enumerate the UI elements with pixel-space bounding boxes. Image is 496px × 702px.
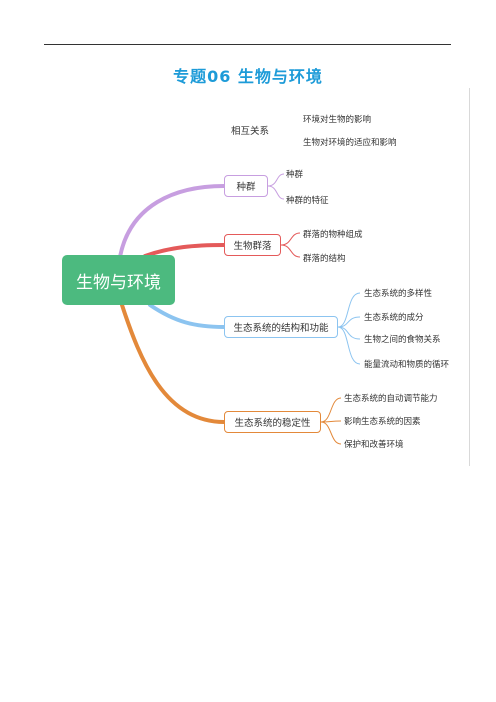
branch-qunluo: 生物群落 [224, 234, 281, 256]
leaf-item: 种群的特征 [286, 196, 329, 206]
connector-zhongqun [118, 184, 226, 259]
side-rule [469, 88, 470, 466]
branch-zhongqun: 种群 [224, 175, 268, 197]
bracket-wending [320, 397, 342, 445]
relation-label: 相互关系 [231, 126, 270, 137]
leaf-item: 影响生态系统的因素 [344, 417, 421, 427]
bracket-jiegou [337, 292, 361, 365]
root-node: 生物与环境 [62, 255, 175, 305]
leaf-item: 生物之间的食物关系 [364, 335, 441, 345]
page-title: 专题06 生物与环境 [173, 67, 323, 86]
connector-wending [120, 303, 226, 424]
relation-item: 生物对环境的适应和影响 [303, 138, 397, 148]
bracket-zhongqun [267, 173, 285, 200]
connector-qunluo [143, 243, 226, 258]
bracket-qunluo [280, 232, 301, 258]
leaf-item: 种群 [286, 170, 304, 180]
leaf-item: 生态系统的自动调节能力 [344, 394, 438, 404]
header-rule [44, 44, 451, 45]
leaf-item: 群落的物种组成 [303, 230, 363, 240]
relation-item: 环境对生物的影响 [303, 115, 372, 125]
branch-wending: 生态系统的稳定性 [224, 411, 321, 433]
leaf-item: 生态系统的成分 [364, 313, 424, 323]
leaf-item: 能量流动和物质的循环 [364, 360, 450, 370]
leaf-item: 生态系统的多样性 [364, 289, 433, 299]
connector-jiegou [148, 303, 226, 329]
branch-jiegou: 生态系统的结构和功能 [224, 316, 338, 338]
leaf-item: 保护和改善环境 [344, 440, 404, 450]
leaf-item: 群落的结构 [303, 254, 346, 264]
